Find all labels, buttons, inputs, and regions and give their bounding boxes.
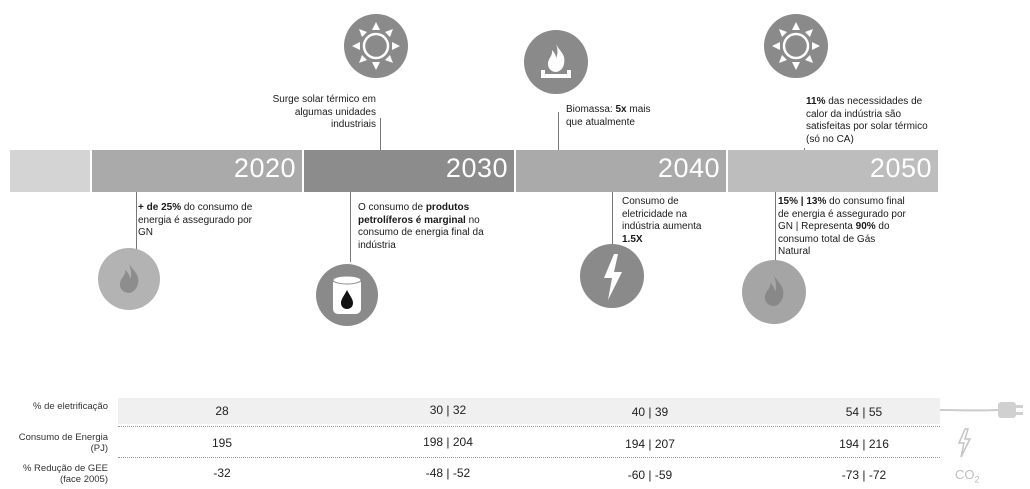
timeline-segment-start	[10, 150, 90, 192]
table-cell: 54 | 55	[845, 405, 883, 419]
row-label-electrification: % de eletrificação	[33, 401, 108, 412]
timeline-segment-2030: 2030	[304, 150, 514, 192]
flame-icon	[98, 248, 160, 310]
table-cell: -60 | -59	[627, 468, 673, 482]
oil-barrel-icon	[316, 264, 378, 326]
connector-gas-2050	[775, 192, 776, 262]
fire-icon	[524, 30, 588, 94]
lightning-icon	[580, 244, 644, 308]
connector-solar-2030	[380, 118, 381, 150]
connector-solar-2050	[804, 148, 805, 150]
note-solar-2030: Surge solar térmico em algumas unidades …	[272, 94, 376, 130]
sun-icon	[764, 14, 828, 78]
note-biomass-2040: Biomassa: 5x mais que atualmente	[566, 104, 651, 128]
sun-icon	[344, 14, 408, 78]
timeline-segment-2040: 2040	[516, 150, 726, 192]
table-cell: -73 | -72	[841, 468, 887, 482]
plug-icon	[939, 398, 1026, 422]
connector-elec-2040	[612, 192, 613, 252]
lightning-icon	[956, 428, 974, 458]
table-row-band	[118, 398, 940, 424]
table-cell: -32	[213, 466, 231, 480]
table-cell: 194 | 216	[839, 437, 889, 451]
table-cell: 198 | 204	[423, 435, 473, 449]
note-elec-2040: Consumo de eletricidade na indústria aum…	[622, 196, 702, 245]
note-gas-2050: 15% | 13% do consumo final de energia é …	[778, 196, 906, 257]
note-gn-2020: + de 25% do consumo de energia é assegur…	[138, 202, 253, 238]
table-divider	[118, 457, 940, 458]
table-cell: -48 | -52	[425, 466, 471, 480]
year-2050-label: 2050	[869, 153, 932, 183]
table-cell: 194 | 207	[625, 437, 675, 451]
table-cell: 195	[211, 436, 233, 450]
table-cell: 40 | 39	[631, 405, 669, 419]
row-label-energy: Consumo de Energia (PJ)	[18, 432, 108, 454]
connector-biomass-2040	[558, 112, 559, 150]
table-divider	[118, 426, 940, 427]
connector-oil-2030	[350, 192, 351, 262]
year-2030-label: 2030	[445, 153, 508, 183]
note-solar-2050: 11% das necessidades de calor da indústr…	[806, 96, 928, 145]
table-cell: 30 | 32	[429, 403, 467, 417]
timeline-segment-2050: 2050	[728, 150, 938, 192]
year-2020-label: 2020	[233, 153, 296, 183]
flame-icon	[742, 260, 806, 324]
row-label-ghg: % Redução de GEE (face 2005)	[22, 463, 108, 485]
year-2040-label: 2040	[657, 153, 720, 183]
co2-label: CO2	[955, 467, 980, 485]
timeline-segment-2020: 2020	[92, 150, 302, 192]
table-cell: 28	[215, 404, 229, 418]
note-oil-2030: O consumo de produtos petrolíferos é mar…	[358, 202, 484, 251]
connector-gn-2020	[136, 192, 137, 250]
